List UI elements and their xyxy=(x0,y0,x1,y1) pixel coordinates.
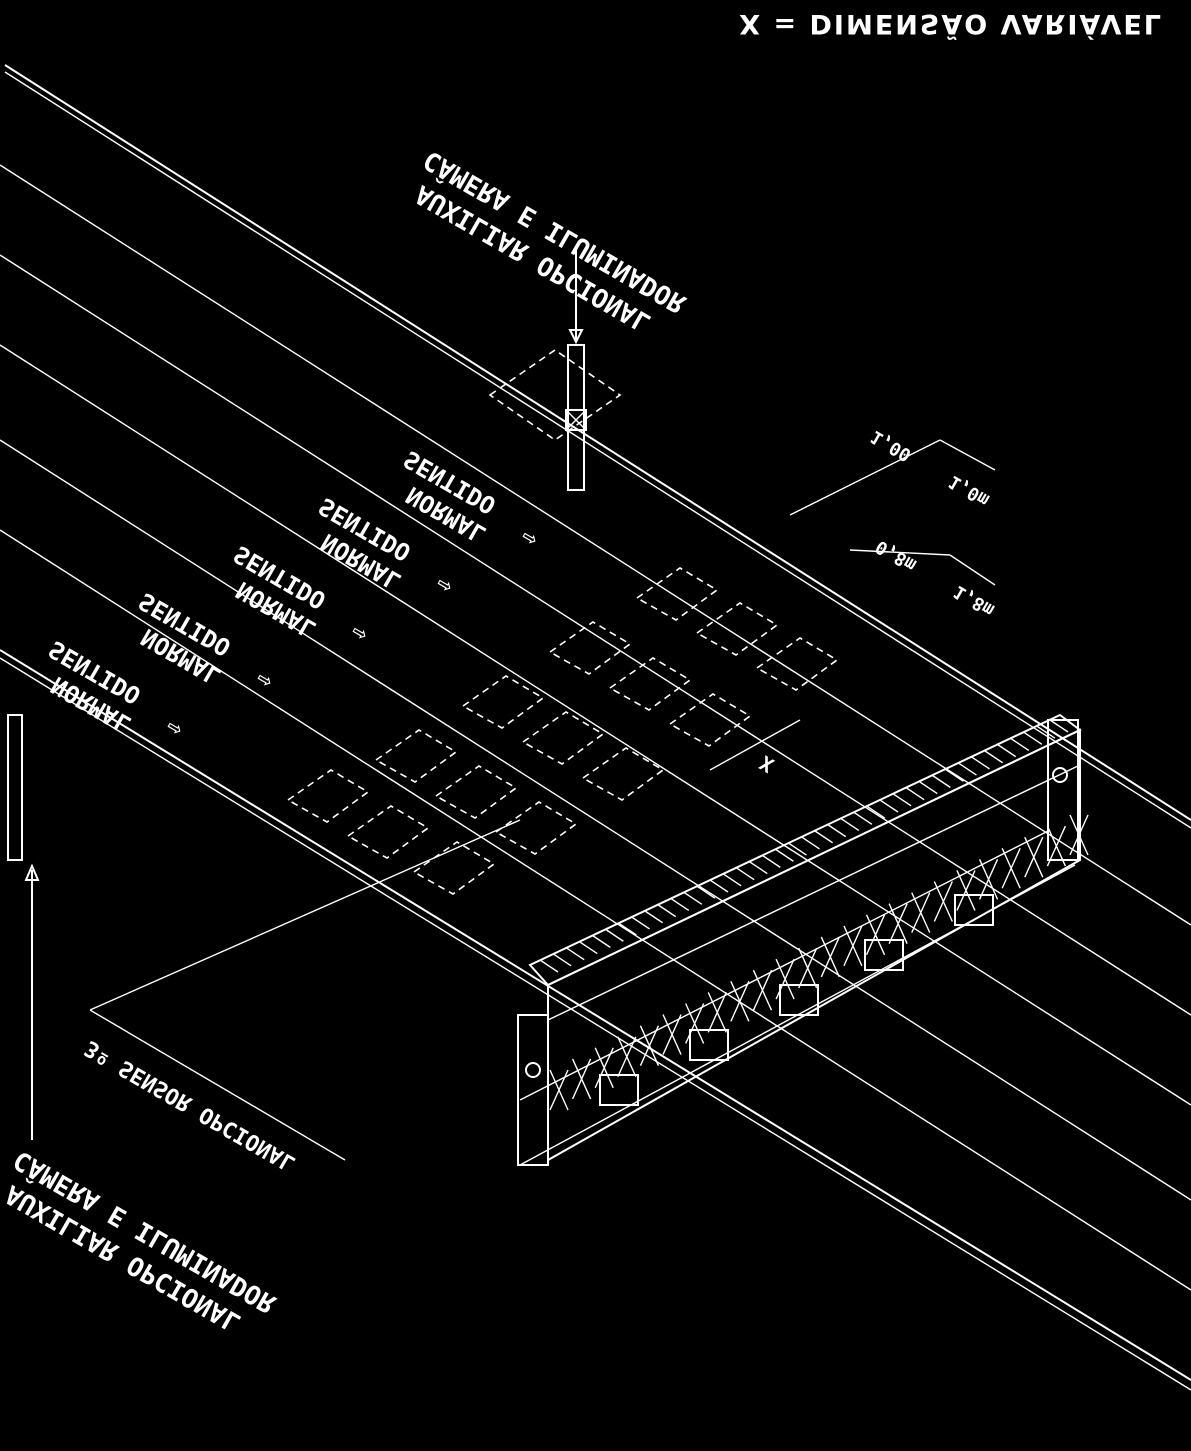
gantry-brace xyxy=(820,936,840,978)
dim-lower-b: 1,8m xyxy=(950,581,998,621)
gantry-rib xyxy=(788,842,807,856)
gantry-brace xyxy=(594,1047,614,1089)
gantry-rib xyxy=(722,873,742,887)
gantry-rib xyxy=(971,756,990,770)
gantry-rib xyxy=(1023,731,1043,745)
gantry-rib xyxy=(958,762,977,776)
dimension-lines xyxy=(709,439,996,771)
lane-1-arrow: ⇨ xyxy=(515,523,542,555)
gantry-brace xyxy=(843,925,863,967)
dim-upper-a: 1,00 xyxy=(867,426,915,466)
gantry-rib xyxy=(631,916,650,930)
top-camera-pole xyxy=(565,250,587,491)
gantry-rib xyxy=(774,848,794,862)
gantry-rib xyxy=(853,811,873,825)
gantry-brace xyxy=(888,903,908,944)
dim-lower-a: 0,8m xyxy=(872,536,920,576)
gantry-brace xyxy=(549,1069,569,1111)
gantry-brace xyxy=(752,969,773,1011)
lane-2-arrow: ⇨ xyxy=(430,570,457,602)
sensor-loops xyxy=(286,349,839,895)
gantry-brace xyxy=(1024,836,1044,878)
gantry-brace xyxy=(685,1003,705,1044)
gantry-ribs xyxy=(539,719,1069,973)
gantry-rib xyxy=(670,897,690,912)
gantry-rib xyxy=(683,891,703,905)
gantry-rib xyxy=(644,910,664,924)
gantry-brace xyxy=(933,881,953,922)
gantry-rib xyxy=(657,904,677,918)
gantry-rib xyxy=(918,780,938,795)
gantry-rib xyxy=(984,750,1004,764)
gantry-rib xyxy=(801,836,820,850)
gantry-brace xyxy=(707,992,727,1033)
gantry-rib xyxy=(604,928,624,942)
gantry-rib xyxy=(735,867,755,881)
gantry-sensor-units xyxy=(599,894,994,1106)
gantry-rib xyxy=(761,854,781,868)
gantry-rib xyxy=(748,860,768,875)
sensor-leader xyxy=(89,819,521,1161)
gantry-brace xyxy=(662,1014,682,1055)
gantry-rib xyxy=(892,793,912,807)
gantry-rib xyxy=(905,787,925,801)
gantry-brace xyxy=(1046,825,1067,867)
gantry-brace xyxy=(571,1058,592,1100)
gantry-rib xyxy=(1036,725,1056,739)
gantry-brace xyxy=(865,914,886,956)
gantry-structure xyxy=(517,713,1082,1166)
gantry-rib xyxy=(578,940,598,955)
gantry-rib xyxy=(944,768,964,782)
gantry-brace xyxy=(1069,814,1089,856)
gantry-rib xyxy=(1049,719,1069,733)
gantry-rib xyxy=(814,830,834,844)
gantry-rib xyxy=(591,934,611,948)
legend-variable-dimension: X = DIMENSÃO VARIÁVEL xyxy=(739,8,1163,39)
gantry-rib xyxy=(840,817,860,832)
gantry-bracing xyxy=(549,814,1089,1111)
gantry-rib xyxy=(696,885,716,899)
gantry-rib xyxy=(997,744,1017,758)
gantry-brace xyxy=(956,870,976,911)
gantry-brace xyxy=(730,981,750,1022)
dim-x-mark: X xyxy=(756,751,778,778)
lane-4-arrow: ⇨ xyxy=(250,665,277,697)
gantry-brace xyxy=(639,1025,660,1066)
gantry-rib xyxy=(931,774,951,788)
gantry-brace xyxy=(978,859,999,900)
gantry-brace xyxy=(798,947,818,989)
gantry-rib xyxy=(879,799,899,813)
lane-3-arrow: ⇨ xyxy=(345,618,372,650)
gantry-rib xyxy=(866,805,886,819)
sensor-label: 3º SENSOR OPCIONAL xyxy=(81,1035,300,1176)
gantry-rib xyxy=(539,959,559,973)
bottom-camera-pole xyxy=(7,714,40,1140)
gantry-rib xyxy=(552,953,572,967)
gantry-brace xyxy=(1001,847,1021,889)
dim-upper-b: 1,0m xyxy=(945,471,993,511)
gantry-rib xyxy=(827,824,847,838)
gantry-brace xyxy=(911,892,931,933)
lane-5-arrow: ⇨ xyxy=(160,713,187,745)
gantry-brace xyxy=(617,1036,637,1078)
gantry-rib xyxy=(709,879,729,893)
road-lines xyxy=(0,64,1191,1391)
gantry-rib xyxy=(565,947,585,961)
gantry-rib xyxy=(1010,737,1030,752)
gantry-rib xyxy=(618,922,637,936)
